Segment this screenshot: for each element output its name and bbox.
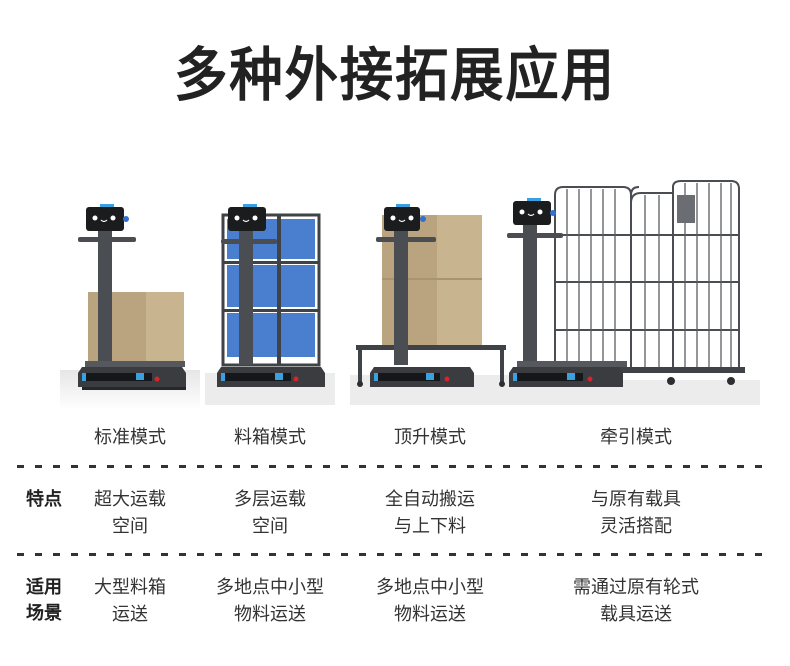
row-header-line-2: 场景 [26, 603, 62, 624]
feature-line-2: 空间 [112, 516, 148, 537]
agv-robot-tow-image [505, 180, 760, 405]
agv-robot-lift-image [350, 204, 510, 405]
page-title: 多种外接拓展应用 [174, 41, 616, 109]
scenario-line-2: 运送 [112, 604, 148, 625]
row-header-scenario: 适用 场景 [26, 575, 62, 627]
feature-line-2: 空间 [252, 516, 288, 537]
feature-lift: 全自动搬运 与上下料 [370, 486, 490, 540]
scenario-tow: 需通过原有轮式 载具运送 [556, 574, 716, 628]
scenario-standard: 大型料箱 运送 [70, 574, 190, 628]
scenario-line-2: 物料运送 [234, 604, 306, 625]
mode-label-lift: 顶升模式 [394, 427, 466, 448]
agv-robot-bins-image [205, 204, 335, 405]
scenario-line-1: 多地点中小型 [376, 577, 484, 598]
feature-tow: 与原有载具 灵活搭配 [576, 486, 696, 540]
mode-label-tow: 牵引模式 [600, 427, 672, 448]
scenario-line-1: 大型料箱 [94, 577, 166, 598]
feature-line-2: 与上下料 [394, 516, 466, 537]
mode-label-bin: 料箱模式 [234, 427, 306, 448]
mode-label-standard: 标准模式 [94, 427, 166, 448]
feature-standard: 超大运载 空间 [70, 486, 190, 540]
row-header-line-1: 适用 [26, 577, 62, 598]
scenario-line-2: 物料运送 [394, 604, 466, 625]
feature-line-2: 灵活搭配 [600, 516, 672, 537]
scenario-line-1: 需通过原有轮式 [573, 577, 699, 598]
divider-top [17, 465, 773, 468]
feature-line-1: 全自动搬运 [385, 489, 475, 510]
scenario-bin: 多地点中小型 物料运送 [200, 574, 340, 628]
scenario-line-2: 载具运送 [600, 604, 672, 625]
feature-line-1: 超大运载 [94, 489, 166, 510]
divider-bottom [17, 553, 773, 556]
scenario-line-1: 多地点中小型 [216, 577, 324, 598]
feature-line-1: 与原有载具 [591, 489, 681, 510]
row-header-feature: 特点 [26, 489, 62, 510]
feature-line-1: 多层运载 [234, 489, 306, 510]
feature-bin: 多层运载 空间 [210, 486, 330, 540]
scenario-lift: 多地点中小型 物料运送 [360, 574, 500, 628]
agv-robot-box-image [60, 204, 200, 410]
